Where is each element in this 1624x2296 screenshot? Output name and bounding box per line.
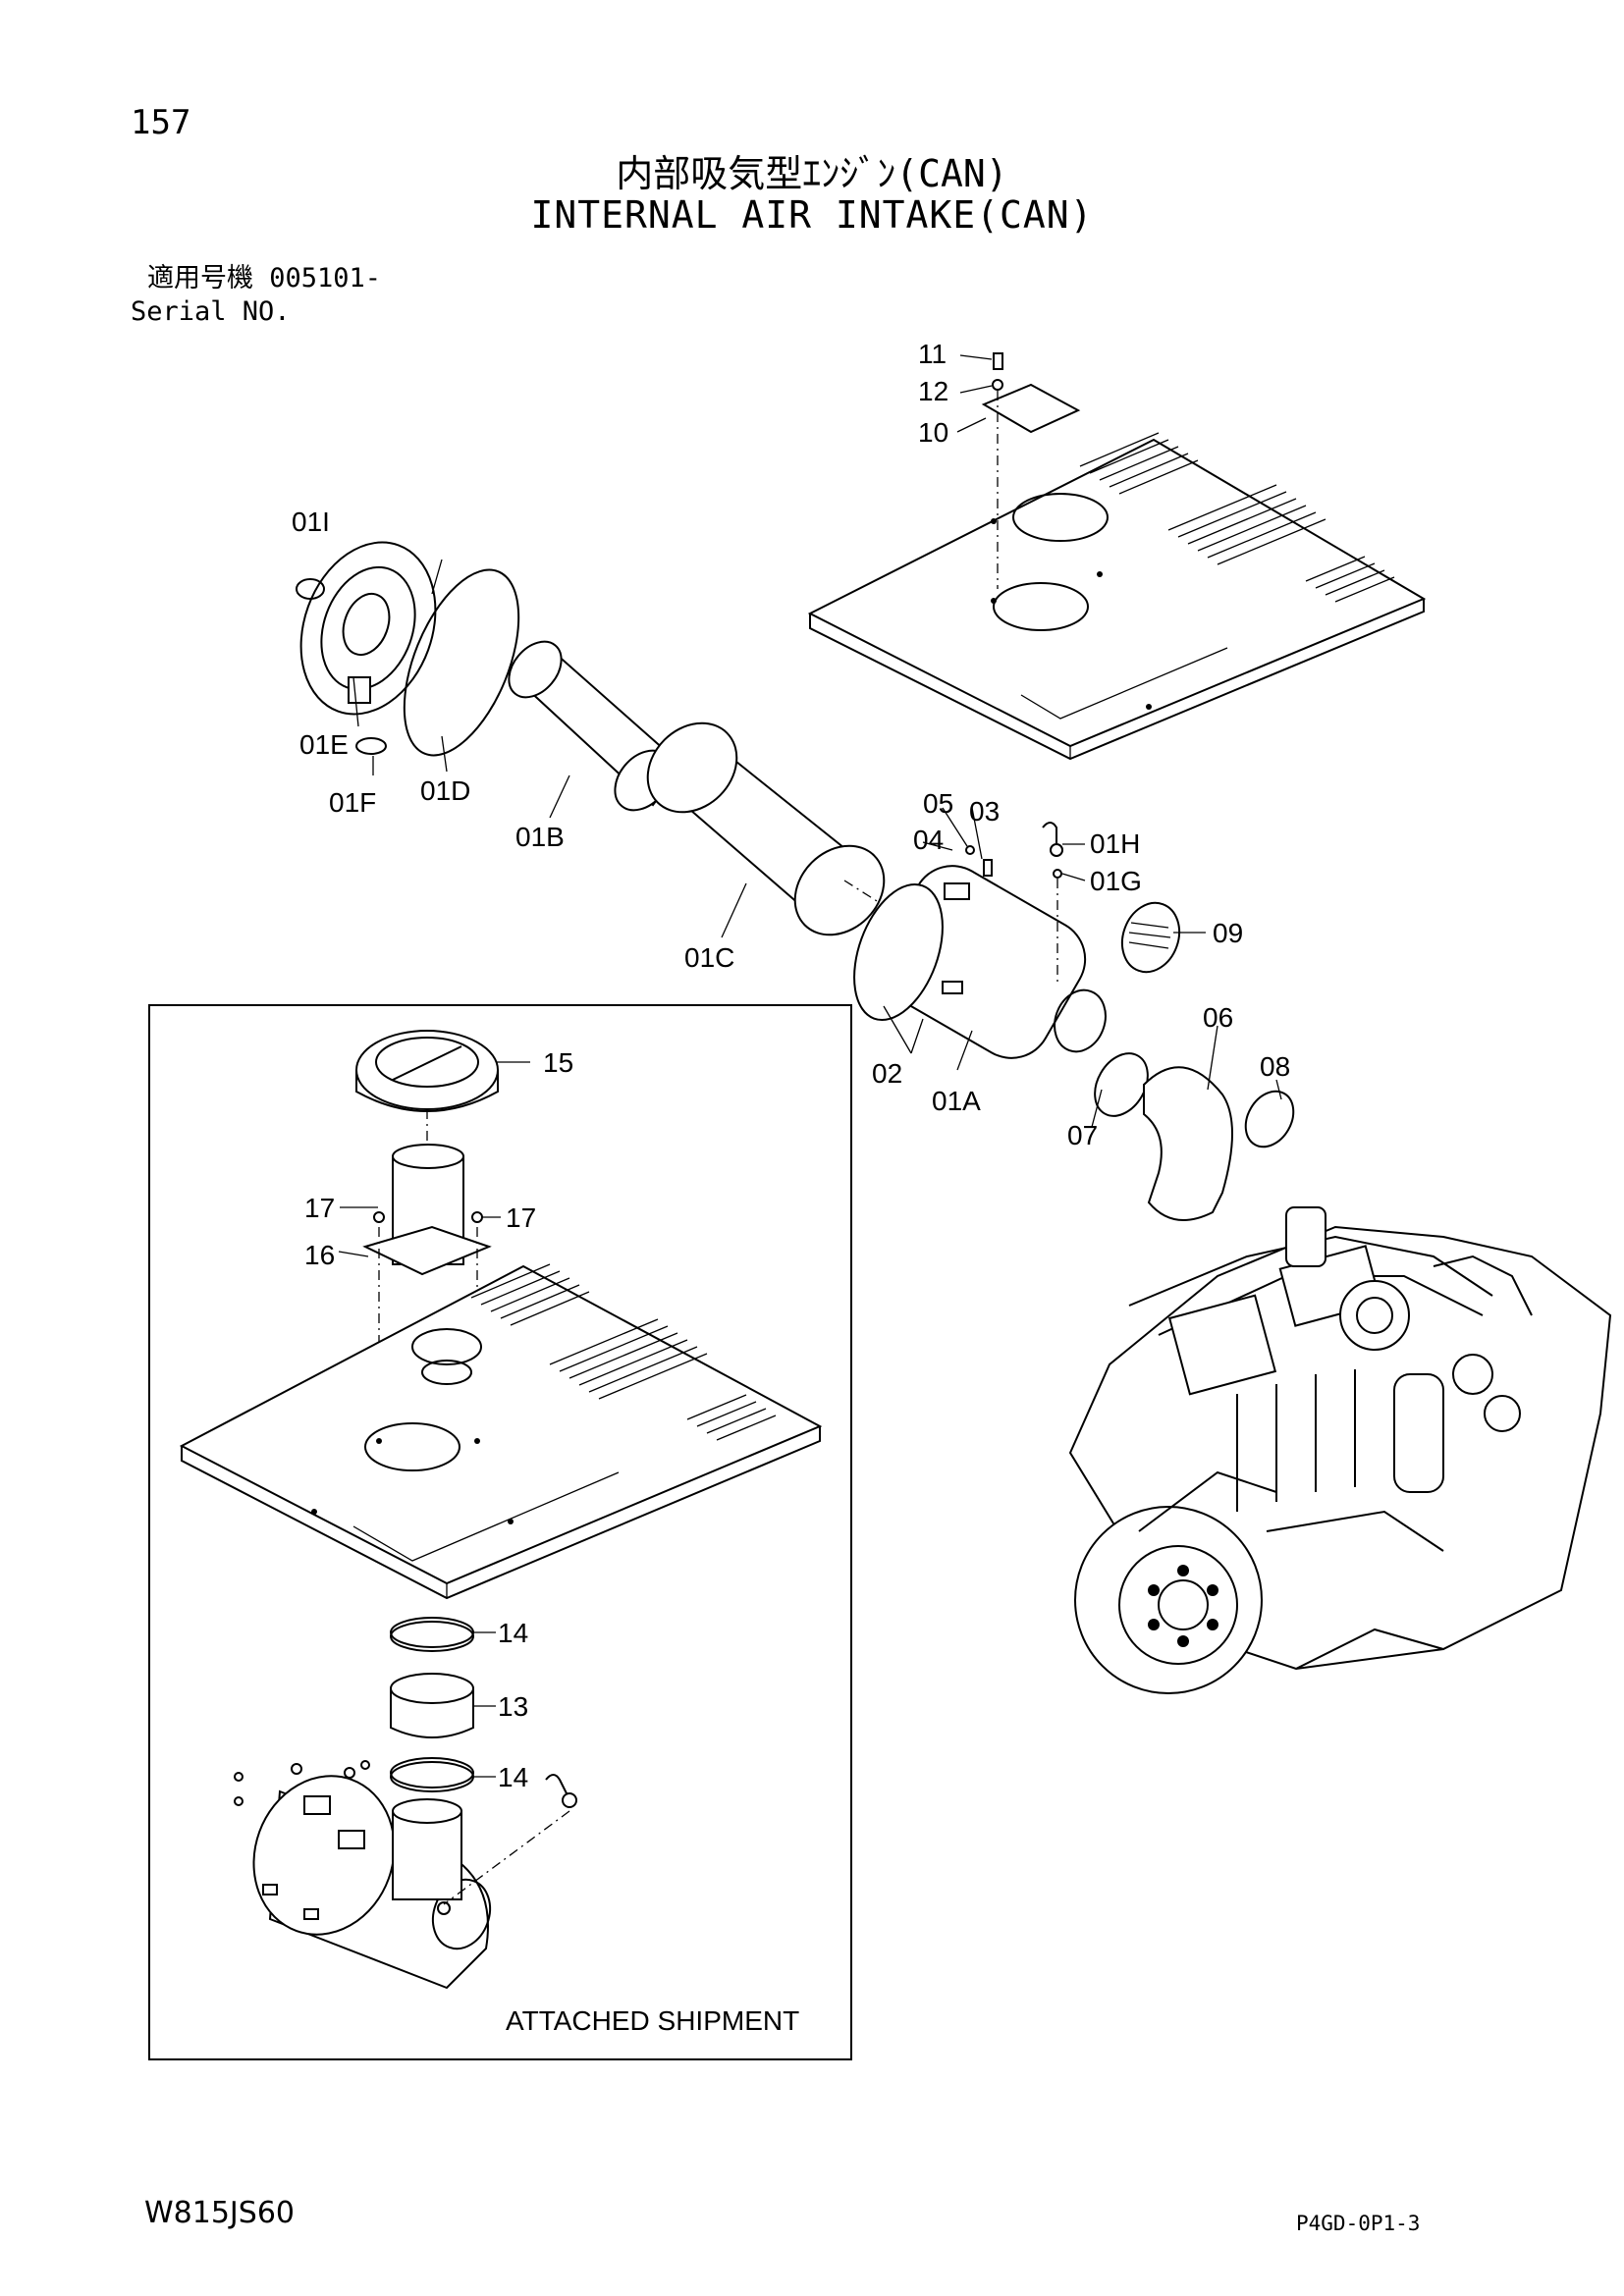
callout-04: 04 — [913, 825, 944, 855]
callout-08: 08 — [1260, 1051, 1290, 1082]
callout-14-top: 14 — [498, 1618, 528, 1648]
callout-02: 02 — [872, 1058, 902, 1089]
inset-box — [148, 1004, 852, 2060]
cover-plate-assembly — [956, 352, 1081, 589]
callout-05: 05 — [923, 788, 953, 819]
gasket-ring-01d — [403, 568, 520, 757]
intake-screen-09 — [1120, 901, 1181, 974]
callout-15: 15 — [543, 1047, 573, 1078]
callout-01A: 01A — [932, 1086, 981, 1116]
page-number: 157 — [131, 103, 191, 142]
callout-01D: 01D — [420, 775, 470, 806]
inset-label: ATTACHED SHIPMENT — [506, 2005, 799, 2036]
callout-10: 10 — [918, 417, 948, 448]
outer-filter-element — [646, 721, 904, 936]
callout-14-bottom: 14 — [498, 1762, 528, 1792]
callout-01E: 01E — [299, 729, 349, 760]
callout-09: 09 — [1213, 918, 1243, 948]
air-cleaner-cap — [296, 541, 437, 755]
callout-01B: 01B — [515, 822, 565, 852]
hose-clamp-08 — [1244, 1090, 1295, 1148]
serial-label-japanese: 適用号機 005101- — [147, 263, 382, 294]
callout-01F: 01F — [329, 787, 376, 818]
callout-13: 13 — [498, 1691, 528, 1722]
callout-01H: 01H — [1090, 828, 1140, 859]
title-japanese: 内部吸気型ｴﾝｼﾞﾝ(CAN) — [616, 152, 1008, 195]
callout-01G: 01G — [1090, 866, 1142, 896]
callout-12: 12 — [918, 376, 948, 406]
callout-17-right: 17 — [506, 1202, 536, 1233]
intake-hose-06 — [1143, 1066, 1233, 1221]
inset-air-cleaner-body — [234, 1760, 492, 1990]
inset-cover-panel — [179, 1263, 823, 1600]
footer-page-code: P4GD-0P1-3 — [1296, 2212, 1421, 2235]
serial-label-english: Serial NO. — [131, 296, 291, 327]
top-cover-panel — [807, 432, 1427, 761]
inset-indicator-sensor — [443, 1774, 577, 1905]
hose-clamp-07 — [1094, 1052, 1149, 1117]
indicator-sensor — [1042, 822, 1063, 857]
air-cleaner-body — [853, 845, 1107, 1059]
inset-rain-cap — [355, 1030, 499, 1158]
callout-03: 03 — [969, 796, 1000, 827]
callout-07: 07 — [1067, 1120, 1098, 1150]
callout-01I: 01I — [292, 507, 330, 537]
callout-01C: 01C — [684, 942, 734, 973]
callout-11: 11 — [918, 339, 947, 369]
title-english: INTERNAL AIR INTAKE(CAN) — [530, 193, 1094, 237]
inset-clamp-and-tube — [390, 1617, 474, 1792]
callout-17-left: 17 — [304, 1193, 335, 1223]
engine-illustration — [1068, 1206, 1612, 1694]
callout-06: 06 — [1203, 1002, 1233, 1033]
callout-16: 16 — [304, 1240, 335, 1270]
leader-lines — [338, 559, 1282, 1778]
footer-document-code: W815JS60 — [144, 2196, 295, 2230]
